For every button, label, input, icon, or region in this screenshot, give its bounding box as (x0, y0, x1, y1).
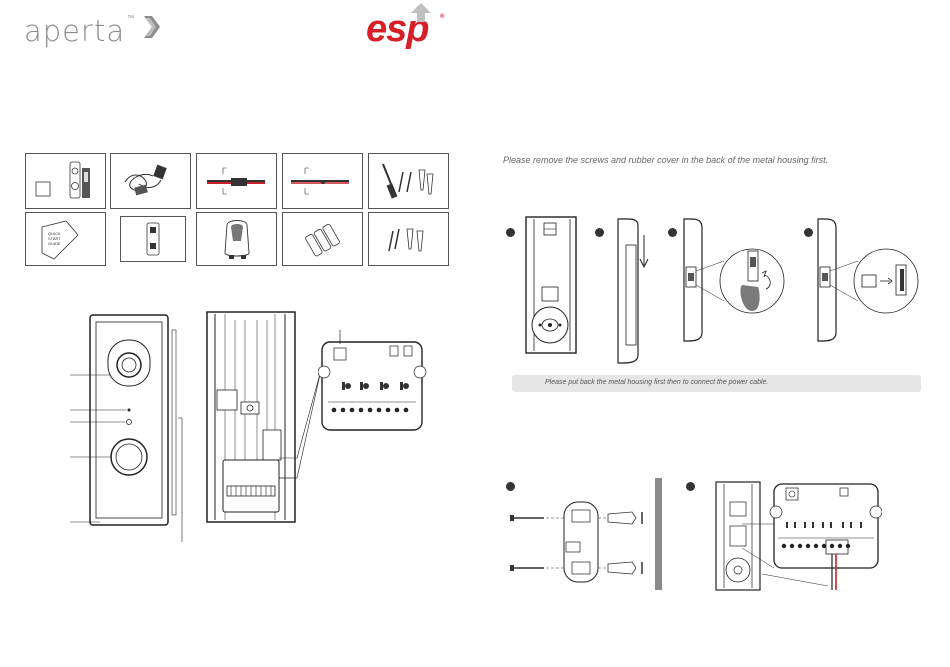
esp-logo: esp ® (366, 8, 428, 51)
contents-chime-box (196, 212, 277, 266)
esp-arrow-icon (410, 2, 432, 24)
mounting-plate-icon (121, 217, 185, 261)
contents-guide-box: QUICK START GUIDE (25, 212, 106, 266)
screw-icon (399, 172, 411, 192)
wall-plug-icon (608, 512, 636, 574)
put-back-housing-note: Please put back the metal housing first … (512, 375, 921, 392)
wall-section (655, 478, 662, 590)
doorbell-unit-icon (26, 154, 105, 208)
sd-card-slot-diagram (814, 215, 924, 345)
contents-screws-box (368, 153, 449, 209)
quick-start-guide-icon: QUICK START GUIDE (26, 213, 105, 265)
power-connect-diagram (712, 478, 882, 593)
screw-icon (369, 213, 448, 265)
power-adapter-icon (111, 154, 190, 208)
step-4-marker (804, 228, 813, 237)
screwdriver-icon (369, 154, 448, 208)
housing-slide-diagram (608, 215, 658, 365)
chime-icon (197, 213, 276, 265)
wall-mount-diagram (508, 496, 648, 586)
aperta-chevron-icon (144, 16, 160, 38)
remove-screws-instruction: Please remove the screws and rubber cove… (503, 155, 923, 165)
battery-icon (283, 213, 362, 265)
contents-black-cable-box (282, 153, 363, 209)
aperta-logo-text: aperta (24, 14, 125, 48)
wall-plug-icon (419, 170, 433, 194)
trademark-mark: ™ (127, 14, 135, 22)
sd-card-remove-diagram (680, 215, 790, 345)
terminal-board-detail (318, 330, 428, 436)
contents-doorbell-box (25, 153, 106, 209)
guide-label-line-3: GUIDE (48, 241, 61, 246)
step-3-marker (668, 228, 677, 237)
registered-mark: ® (440, 14, 443, 20)
cable-icon (197, 154, 276, 208)
step-1-marker (506, 228, 515, 237)
contents-red-cable-box (196, 153, 277, 209)
screw-icon (510, 515, 544, 571)
contents-batteries-box (282, 212, 363, 266)
contents-mounting-plate-box (120, 216, 186, 262)
doorbell-front-diagram (70, 310, 190, 546)
step-5-marker (506, 482, 515, 491)
housing-back-diagram (516, 215, 580, 355)
put-back-housing-text: Please put back the metal housing first … (545, 379, 768, 386)
step-6-marker (686, 482, 695, 491)
cable-icon (283, 154, 362, 208)
contents-adapter-box (110, 153, 191, 209)
step-2-marker (595, 228, 604, 237)
contents-screws-box-2 (368, 212, 449, 266)
